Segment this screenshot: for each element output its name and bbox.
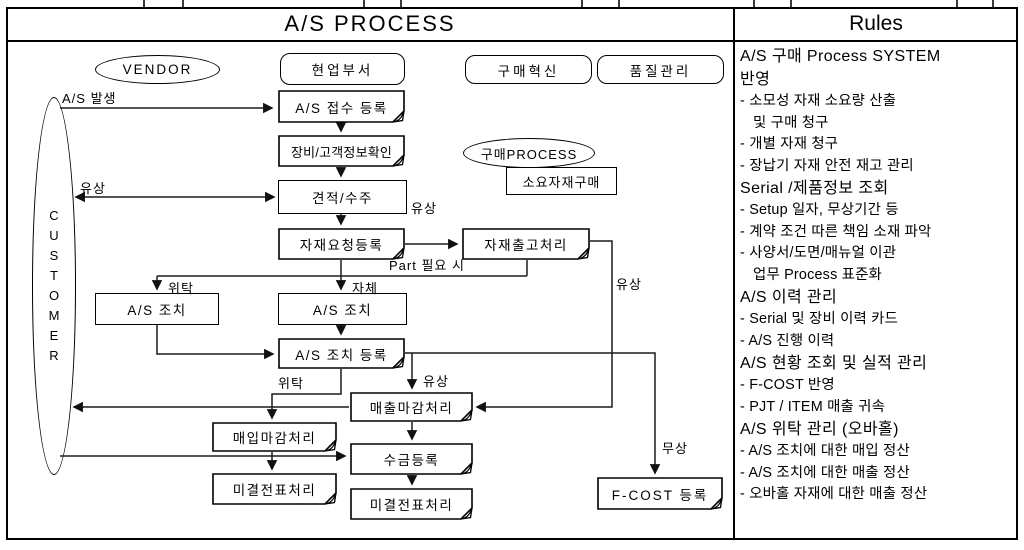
node-as-receipt-register: A/S 접수 등록: [278, 90, 405, 123]
node-customer: CUSTOMER: [32, 97, 76, 475]
document-shape: [212, 473, 337, 505]
edge-label-free: 무상: [662, 441, 688, 456]
node-collection-register: 수금등록: [350, 443, 473, 475]
rule-line: 반영: [740, 71, 771, 88]
rule-line: - 계약 조건 따른 책임 소재 파악: [740, 223, 932, 240]
edge-label-consign-1: 위탁: [168, 281, 194, 296]
rule-line: - 장납기 자재 안전 재고 관리: [740, 157, 914, 174]
ruler-tick: [143, 0, 145, 7]
rules-panel-title: Rules: [849, 12, 903, 35]
rule-line: - PJT / ITEM 매출 귀속: [740, 398, 886, 415]
ruler-tick: [400, 0, 402, 7]
rule-line: - A/S 조치에 대한 매입 정산: [740, 443, 910, 459]
ruler-tick: [790, 0, 792, 7]
page-title: A/S PROCESS: [284, 11, 456, 36]
node-dept: 현업부서: [280, 53, 405, 85]
edge-label-paid-1: 유상: [80, 181, 106, 196]
document-shape: [278, 338, 405, 369]
ruler-tick: [753, 0, 755, 7]
node-as-action-consigned: A/S 조치: [95, 293, 219, 325]
rule-line: A/S 구매 Process SYSTEM: [740, 48, 941, 65]
rule-line: - 오바홀 자재에 대한 매출 정산: [740, 486, 928, 502]
header-divider: [6, 40, 1018, 42]
rule-line: - Serial 및 장비 이력 카드: [740, 311, 899, 327]
ruler-tick: [581, 0, 583, 7]
rule-line: - Setup 일자, 무상기간 등: [740, 202, 899, 218]
rule-line: Serial /제품정보 조회: [740, 180, 889, 197]
ruler-tick: [363, 0, 365, 7]
node-open-slip-right: 미결전표처리: [350, 488, 473, 520]
document-shape: [278, 90, 405, 123]
node-as-action-self: A/S 조치: [278, 293, 407, 325]
edge-label-self: 자체: [352, 281, 378, 296]
ruler-tick: [182, 0, 184, 7]
rule-line: A/S 현황 조회 및 실적 관리: [740, 355, 928, 372]
outer-border: [6, 7, 1018, 540]
node-material-issue-process: 자재출고처리: [462, 228, 590, 260]
node-fcost-register: F-COST 등록: [597, 477, 723, 510]
document-shape: [278, 228, 405, 260]
rule-line: - 소모성 자재 소요량 산출: [740, 93, 897, 109]
ruler-tick: [618, 0, 620, 7]
node-vendor: VENDOR: [95, 55, 220, 84]
edge-label-consign-2: 위탁: [278, 376, 304, 391]
ruler-tick: [992, 0, 994, 7]
document-shape: [597, 477, 723, 510]
edge-label-paid-4: 유상: [616, 277, 642, 292]
rule-line: - 사양서/도면/매뉴얼 이관: [740, 245, 897, 261]
document-shape: [212, 422, 337, 452]
document-shape: [278, 135, 405, 167]
edge-label-as-occur: A/S 발생: [62, 91, 117, 106]
node-purchase-process: 구매PROCESS: [463, 138, 595, 168]
edge-label-paid-2: 유상: [411, 201, 437, 216]
rule-line: - F-COST 반영: [740, 377, 835, 393]
node-open-slip-left: 미결전표처리: [212, 473, 337, 505]
rule-line: - A/S 조치에 대한 매출 정산: [740, 464, 910, 481]
node-required-material-purchase: 소요자재구매: [506, 167, 617, 195]
rule-line: 업무 Process 표준화: [753, 266, 882, 283]
node-as-action-register: A/S 조치 등록: [278, 338, 405, 369]
panel-divider: [733, 7, 735, 538]
edge-label-paid-3: 유상: [423, 374, 449, 389]
rule-line: A/S 위탁 관리 (오바홀): [740, 421, 899, 438]
rule-line: - 개별 자재 청구: [740, 136, 839, 152]
node-sales-closing: 매출마감처리: [350, 392, 473, 422]
edge-label-part-needed: Part 필요 시: [389, 258, 465, 273]
node-quote-order: 견적/수주: [278, 180, 407, 214]
rule-line: A/S 이력 관리: [740, 289, 838, 306]
node-equip-customer-info-check: 장비/고객정보확인: [278, 135, 405, 167]
node-quality-mgmt: 품질관리: [597, 55, 724, 84]
document-shape: [350, 488, 473, 520]
node-purchase-innovation: 구매혁신: [465, 55, 592, 84]
rule-line: 및 구매 청구: [753, 114, 829, 131]
node-purchase-closing: 매입마감처리: [212, 422, 337, 452]
ruler-tick: [956, 0, 958, 7]
node-material-request-register: 자재요청등록: [278, 228, 405, 260]
rule-line: - A/S 진행 이력: [740, 332, 835, 349]
